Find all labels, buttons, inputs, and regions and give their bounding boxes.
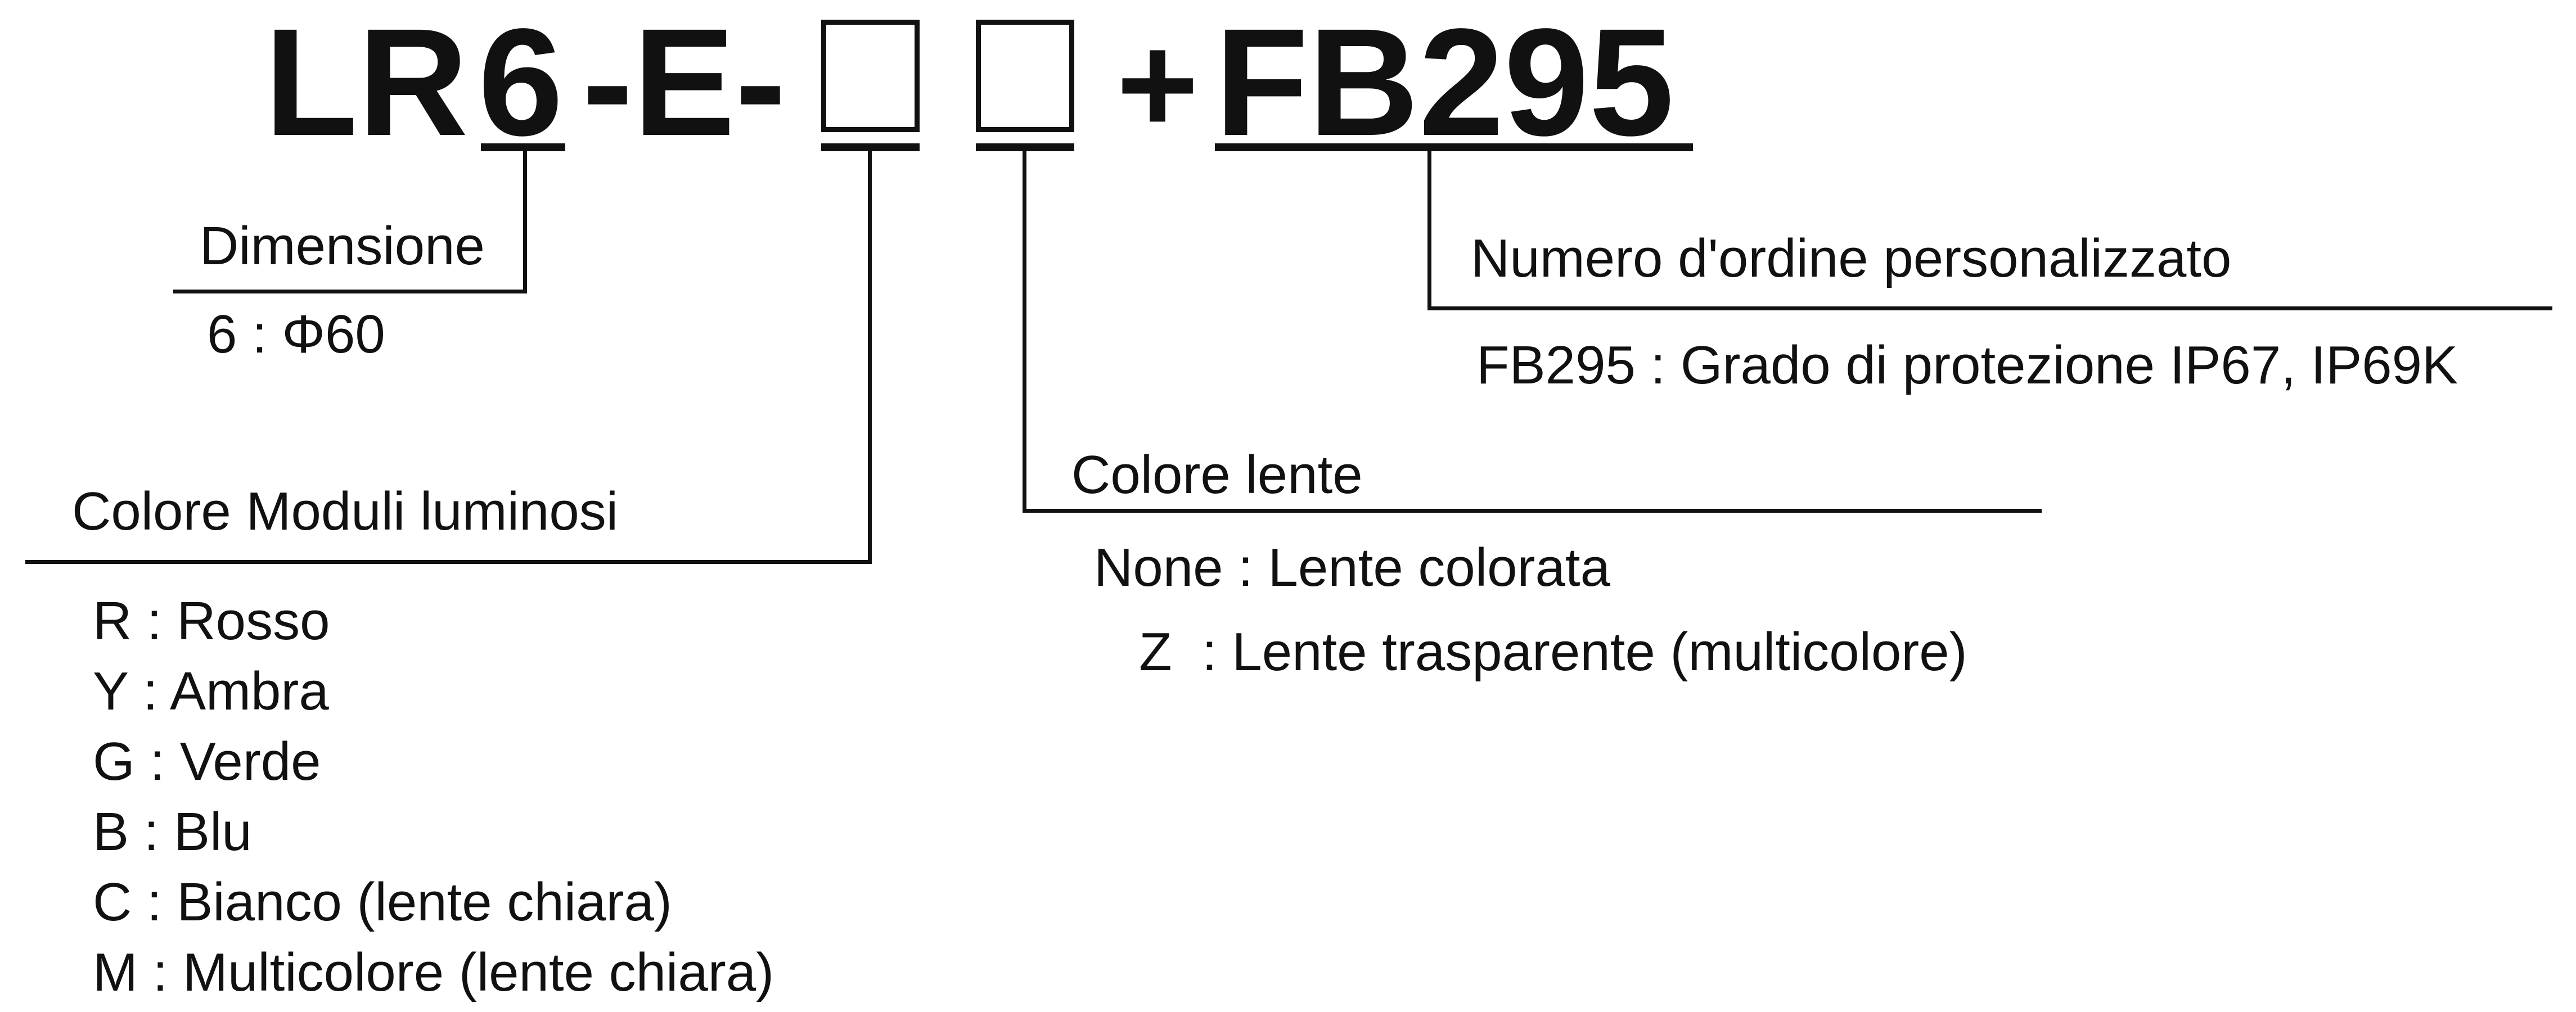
code-separator: -E- xyxy=(582,0,786,168)
module-color-placeholder-box xyxy=(821,20,920,132)
option-underline xyxy=(1215,143,1693,151)
lens-color-value: Z : Lente trasparente (multicolore) xyxy=(1139,622,1967,682)
lens-color-title: Colore lente xyxy=(1071,445,1363,505)
lens-color-underline xyxy=(976,143,1074,151)
model-code: LR 6 -E- + FB295 xyxy=(0,0,2576,169)
dimension-underline xyxy=(481,143,565,151)
custom-order-leader-horizontal xyxy=(1427,306,2552,310)
lens-color-leader-horizontal xyxy=(1023,509,2042,513)
lens-color-placeholder-box xyxy=(976,20,1074,132)
custom-order-title: Numero d'ordine personalizzato xyxy=(1471,228,2232,288)
lens-color-value: None : Lente colorata xyxy=(1094,537,1610,598)
module-color-leader-vertical xyxy=(868,149,872,562)
code-prefix: LR xyxy=(264,0,469,168)
code-plus: + xyxy=(1116,6,1199,162)
code-option: FB295 xyxy=(1215,0,1674,168)
module-color-value: R : Rosso xyxy=(93,591,330,651)
module-color-value: B : Blu xyxy=(93,802,252,862)
module-color-value: M : Multicolore (lente chiara) xyxy=(93,942,774,1002)
dimension-leader-vertical xyxy=(523,149,527,291)
module-color-value: C : Bianco (lente chiara) xyxy=(93,872,672,932)
custom-order-leader-vertical xyxy=(1427,149,1431,310)
module-color-title: Colore Moduli luminosi xyxy=(72,481,619,541)
dimension-value: 6 : Φ60 xyxy=(207,304,385,364)
custom-order-value: FB295 : Grado di protezione IP67, IP69K xyxy=(1476,335,2458,395)
dimension-leader-horizontal xyxy=(173,290,527,293)
module-color-leader-horizontal xyxy=(25,560,872,564)
module-color-value: G : Verde xyxy=(93,731,321,792)
code-dimension: 6 xyxy=(478,0,564,168)
module-color-underline xyxy=(821,143,920,151)
lens-color-leader-vertical xyxy=(1023,149,1026,512)
module-color-value: Y : Ambra xyxy=(93,661,329,721)
dimension-title: Dimensione xyxy=(200,216,485,276)
